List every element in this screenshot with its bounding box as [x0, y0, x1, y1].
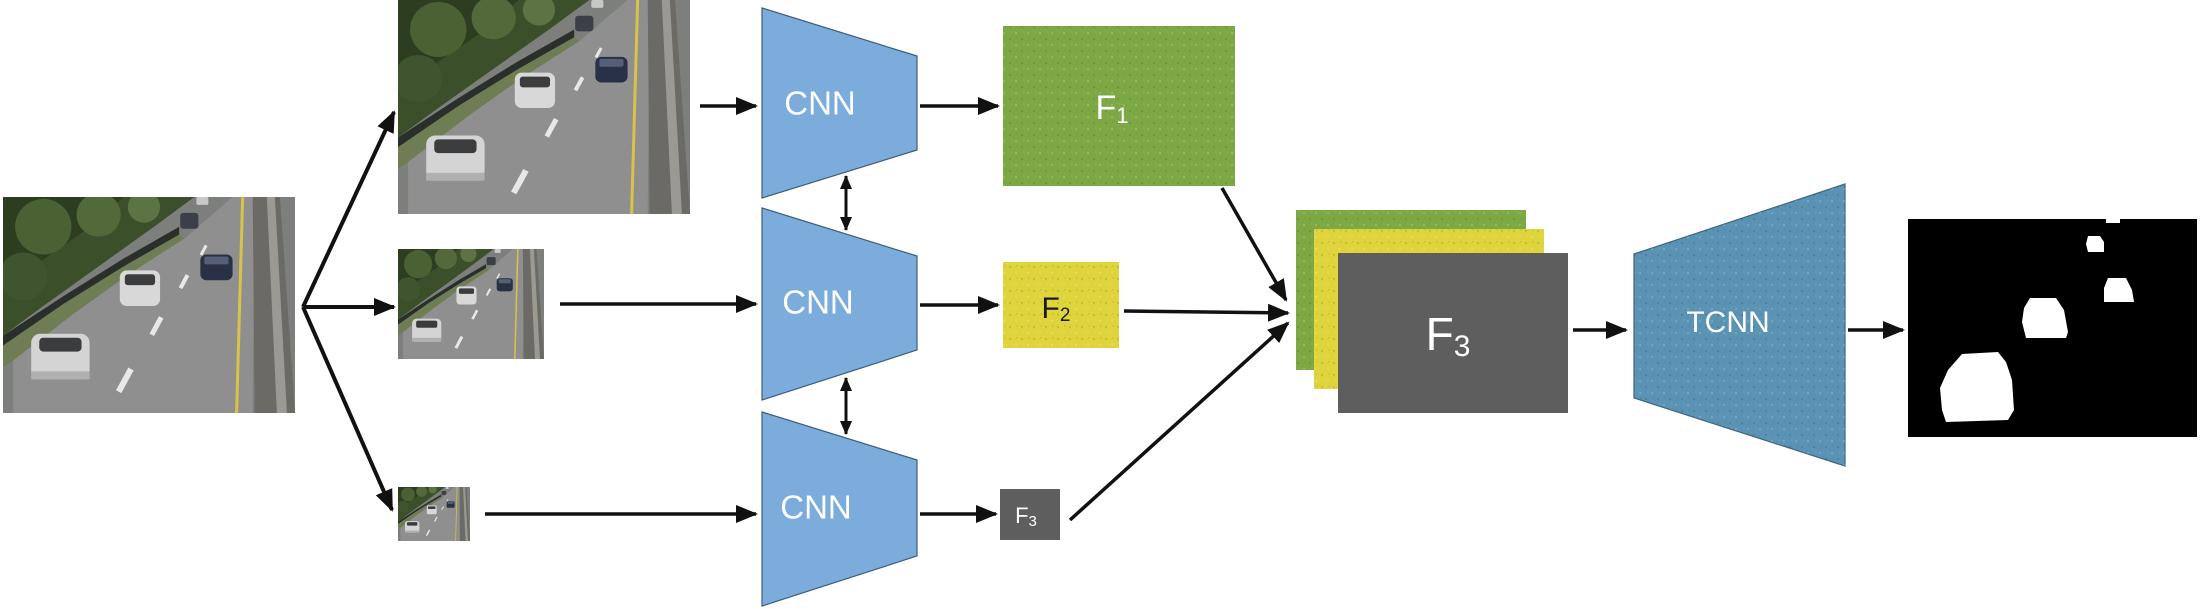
cnn-input-arrows — [485, 97, 758, 523]
fused-feature-stack: F3 — [1296, 210, 1568, 413]
fused-sub: 3 — [1454, 330, 1471, 363]
branch-arrows — [301, 110, 396, 512]
feature-3-sub: 3 — [1029, 513, 1037, 530]
feature-2-main: F — [1042, 292, 1060, 325]
feature-3-main: F — [1015, 503, 1028, 528]
feature-arrows — [920, 97, 1000, 523]
fusion-arrows — [1068, 187, 1290, 522]
segmentation-mask-image — [1908, 213, 2197, 437]
svg-text:F3: F3 — [1426, 308, 1471, 362]
svg-text:F2: F2 — [1042, 292, 1071, 326]
feature-map-3: F3 — [1000, 489, 1060, 540]
cnn-label-3: CNN — [780, 489, 852, 526]
scaled-frame-small — [398, 487, 470, 541]
feature-map-1: F1 — [1003, 26, 1235, 186]
fused-main: F — [1426, 308, 1454, 360]
feature-1-main: F — [1095, 89, 1116, 127]
scaled-frame-medium — [398, 249, 544, 359]
feature-map-2: F2 — [1003, 262, 1119, 348]
cnn-block-3: CNN — [761, 411, 918, 607]
scaled-frame-large — [398, 0, 690, 214]
tcnn-label: TCNN — [1686, 306, 1769, 339]
tcnn-block: TCNN — [1633, 183, 1846, 467]
svg-text:F1: F1 — [1095, 89, 1128, 128]
cnn-block-1: CNN — [761, 7, 918, 199]
svg-text:F3: F3 — [1015, 503, 1037, 530]
input-frame-image — [3, 197, 295, 413]
feature-1-sub: 1 — [1116, 103, 1128, 128]
cnn-label-2: CNN — [782, 284, 854, 321]
feature-2-sub: 2 — [1060, 305, 1071, 326]
cnn-label-1: CNN — [784, 85, 856, 122]
cnn-block-2: CNN — [761, 207, 918, 401]
